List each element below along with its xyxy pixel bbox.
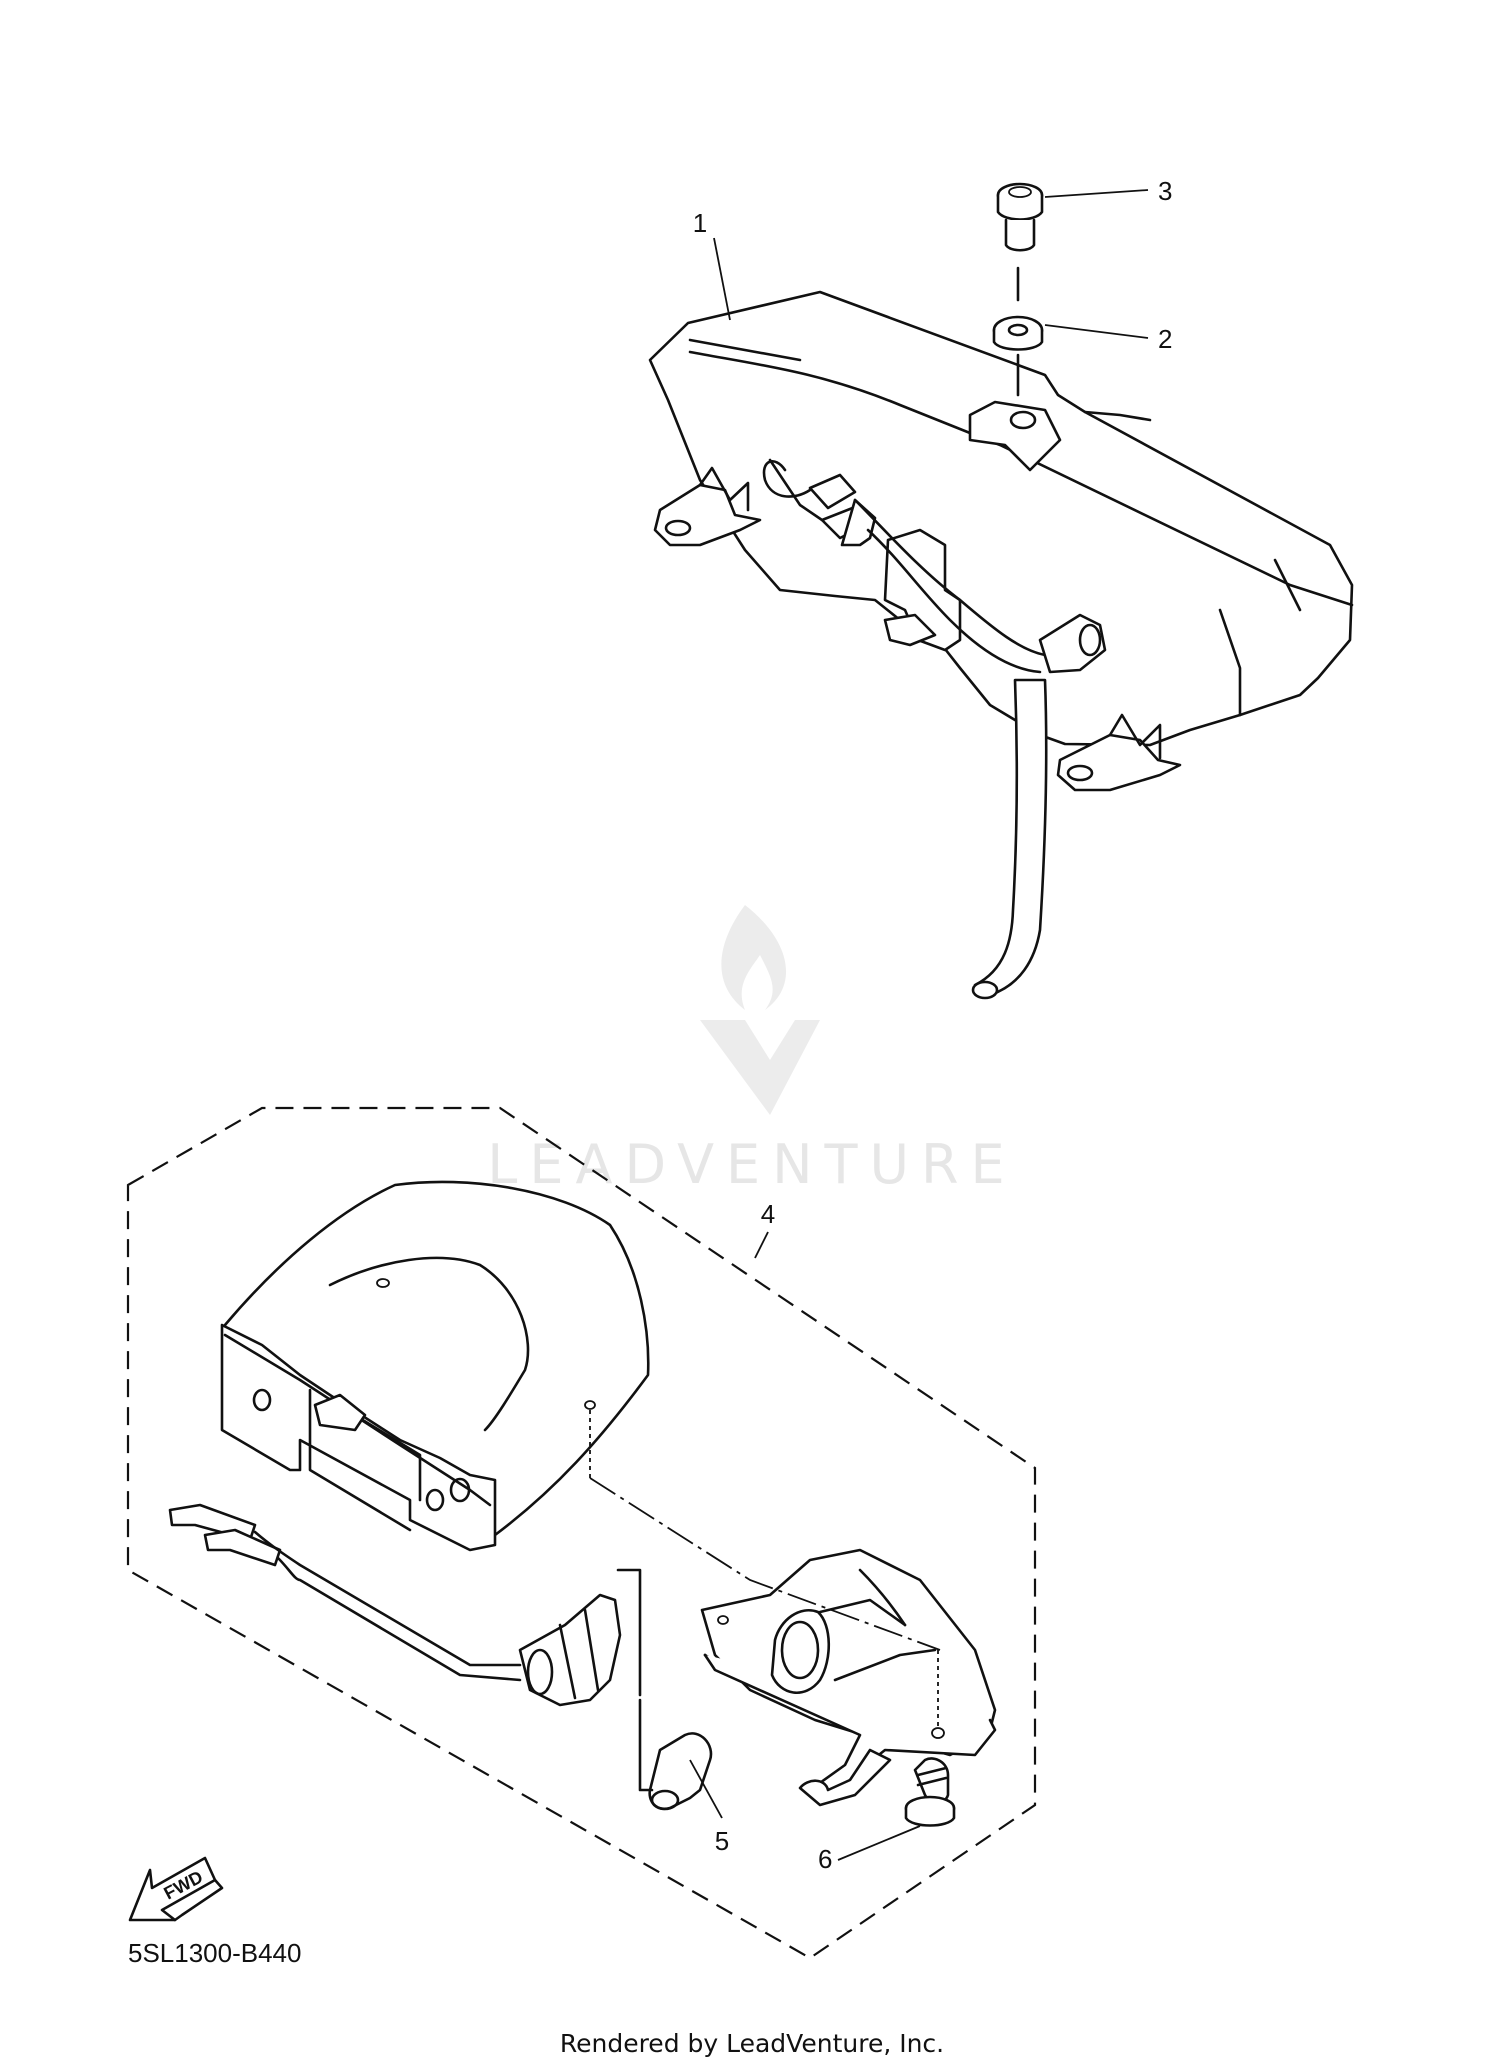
- part-4-wire-harness[interactable]: [168, 1503, 522, 1682]
- watermark-text: LEADVENTURE: [487, 1133, 1016, 1196]
- callout-leaders-top: [713, 189, 1149, 339]
- part-2-collar[interactable]: [992, 266, 1044, 397]
- callout-2[interactable]: 2: [1158, 324, 1172, 354]
- part-4-bulb-socket[interactable]: [518, 1568, 642, 1707]
- part-4-kit-boundary: [126, 1106, 1037, 1960]
- watermark: LEADVENTURE: [487, 905, 1016, 1196]
- part-4-assembly-centerline: [589, 1477, 941, 1651]
- callout-4[interactable]: 4: [761, 1199, 775, 1229]
- callout-leader-6: [837, 1825, 921, 1861]
- part-1-taillight-assembly[interactable]: [648, 290, 1354, 1000]
- part-4-lamp-housing[interactable]: [700, 1548, 997, 1807]
- part-6-screw[interactable]: [904, 1757, 956, 1827]
- fwd-arrow-icon: FWD: [128, 1856, 224, 1922]
- part-4-license-light-housing[interactable]: [220, 1180, 650, 1552]
- callout-5[interactable]: 5: [715, 1826, 729, 1856]
- callout-1[interactable]: 1: [693, 208, 707, 238]
- callout-leader-5: [689, 1759, 723, 1819]
- footer-credit: Rendered by LeadVenture, Inc.: [560, 2029, 944, 2058]
- part-5-bulb[interactable]: [638, 1698, 713, 1811]
- diagram-code: 5SL1300-B440: [128, 1938, 301, 1968]
- callout-leader-4: [754, 1231, 769, 1259]
- callout-6[interactable]: 6: [818, 1844, 832, 1874]
- callout-3[interactable]: 3: [1158, 176, 1172, 206]
- watermark-logo-icon: [700, 905, 820, 1115]
- part-3-screw[interactable]: [996, 182, 1044, 252]
